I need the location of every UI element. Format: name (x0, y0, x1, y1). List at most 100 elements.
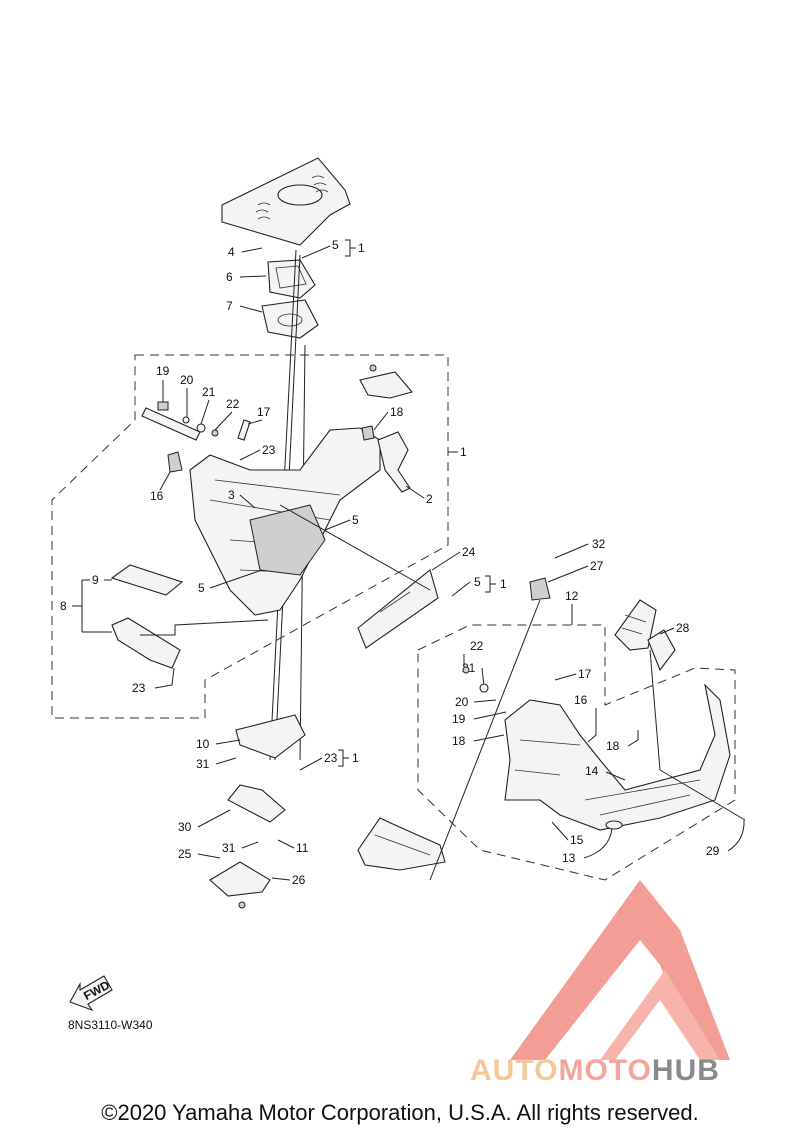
callout-20: 20 (180, 373, 194, 387)
part-4-top-cover (221, 157, 351, 246)
leader-23 (239, 449, 261, 461)
leader-31 (215, 757, 237, 765)
callout-19-right: 19 (452, 712, 466, 726)
leader-13 (583, 827, 613, 859)
assembly-line-29 (659, 769, 746, 821)
callout-19: 19 (156, 364, 170, 378)
leader-7 (239, 305, 263, 313)
automotohub-watermark: AUTOMOTOHUB (470, 1054, 720, 1088)
callout-29: 29 (706, 844, 720, 858)
callout-26: 26 (292, 873, 306, 887)
assembly-1-dashed-outline (51, 354, 449, 719)
part-6-bracket (267, 259, 316, 299)
leader-18 (373, 411, 389, 431)
part-28-bracket (614, 599, 676, 672)
callout-1-mid: 1 (352, 751, 359, 765)
part-16-grommet (167, 451, 183, 473)
callout-3: 3 (228, 488, 235, 502)
part-9-pad (110, 564, 184, 596)
callout-5-upper: 5 (352, 513, 359, 527)
callout-27: 27 (590, 559, 604, 573)
part-18-clip (361, 425, 375, 441)
callout-32: 32 (592, 537, 606, 551)
callout-20-right: 20 (455, 695, 469, 709)
lower-bracket-assembly (357, 817, 446, 871)
nut (462, 666, 470, 674)
callout-22-right: 22 (470, 639, 484, 653)
callout-5-right: 5 (474, 575, 481, 589)
watermark-part-moto: MOTO (558, 1054, 652, 1087)
callout-17: 17 (257, 405, 271, 419)
leader-16-right (587, 708, 597, 743)
callout-17-right: 17 (578, 667, 592, 681)
leader-23-mid (299, 749, 349, 771)
leader-32 (554, 543, 589, 559)
part-8-lower-guard (111, 617, 181, 669)
part-25-stay (209, 861, 271, 909)
callout-12: 12 (565, 589, 579, 603)
assembly-line-right (429, 599, 541, 881)
watermark-part-auto: AUTO (470, 1054, 559, 1087)
leader-8-link (140, 619, 269, 636)
leader-3 (239, 494, 256, 509)
watermark-part-hub: HUB (651, 1054, 720, 1087)
leader-11 (277, 839, 295, 849)
callout-5-lower: 5 (198, 581, 205, 595)
callout-25: 25 (178, 847, 192, 861)
callout-18: 18 (390, 405, 404, 419)
callout-5: 5 (332, 238, 339, 252)
callout-16-right: 16 (574, 693, 588, 707)
callout-31: 31 (196, 757, 210, 771)
leaders-19-22 (162, 380, 263, 431)
callout-31-lower: 31 (222, 841, 236, 855)
part-24-panel (357, 569, 439, 649)
leader-27 (547, 565, 589, 583)
callout-7: 7 (226, 299, 233, 313)
automotohub-logo-icon (510, 880, 730, 1060)
top-mount-bracket (359, 364, 413, 399)
callout-30: 30 (178, 820, 192, 834)
part-2-side-bracket (377, 431, 411, 493)
callout-4: 4 (228, 245, 235, 259)
leader-5-upper (324, 519, 351, 531)
grommet-13 (605, 820, 623, 830)
part-27-mount (529, 577, 551, 601)
callout-8: 8 (60, 599, 67, 613)
leader-5-bracket (301, 239, 356, 259)
leader-31-lower (241, 841, 259, 849)
callout-18-right2: 18 (606, 739, 620, 753)
part-10-bracket (235, 714, 306, 759)
callout-14: 14 (585, 764, 599, 778)
part-30-bracket (227, 784, 286, 823)
fwd-arrow-icon: FWD (69, 975, 113, 1012)
callout-21: 21 (202, 385, 216, 399)
callout-1-right: 1 (500, 577, 507, 591)
fastener-group-19-22 (141, 401, 219, 441)
leader-17-right (554, 673, 577, 681)
callout-6: 6 (226, 270, 233, 284)
callout-2: 2 (426, 492, 433, 506)
callout-16: 16 (150, 489, 164, 503)
leaders-right-fasteners (463, 654, 507, 742)
leader-8-bracket (72, 579, 112, 633)
leader-18-right2 (627, 730, 639, 747)
callout-11: 11 (296, 841, 309, 855)
leader-5-lower (209, 569, 263, 589)
leader-23-left (154, 667, 175, 689)
part-17-spring (237, 419, 251, 441)
part-1-main-body (189, 427, 381, 616)
leader-10 (215, 739, 241, 745)
assembly-line-24 (279, 504, 431, 591)
callout-13: 13 (562, 851, 576, 865)
washer (479, 683, 489, 693)
leader-30 (197, 809, 231, 828)
callout-18-right: 18 (452, 734, 466, 748)
part-7-plate (261, 299, 319, 339)
part-12-side-cover (504, 683, 731, 831)
leader-26 (271, 877, 291, 881)
callout-28: 28 (676, 621, 690, 635)
callout-9: 9 (92, 573, 99, 587)
leader-29 (727, 819, 745, 852)
leader-16 (159, 471, 171, 491)
